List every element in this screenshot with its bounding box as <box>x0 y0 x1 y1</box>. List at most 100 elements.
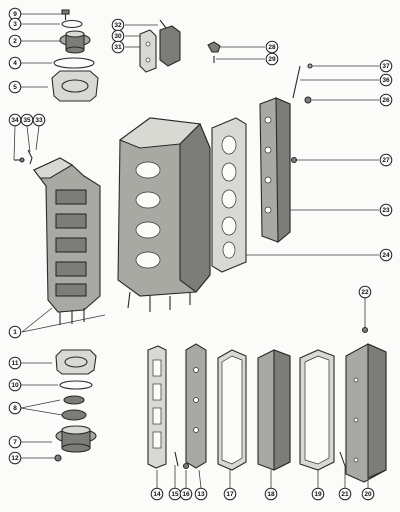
housing-part-2 <box>59 30 91 54</box>
callout-circle <box>223 487 237 501</box>
callout-label: 14 <box>153 491 161 498</box>
callout-label: 21 <box>341 491 349 498</box>
callout-label: 10 <box>11 382 19 389</box>
callout-label: 23 <box>382 207 390 214</box>
cover-part-11 <box>55 349 97 375</box>
callout-34: 34 <box>8 113 22 127</box>
callout-circle <box>379 73 393 87</box>
callout-label: 13 <box>197 491 205 498</box>
callout-29: 29 <box>265 52 279 66</box>
block-part-30 <box>159 25 181 67</box>
callout-circle <box>379 203 393 217</box>
callout-35: 35 <box>20 113 34 127</box>
callout-circle <box>379 59 393 73</box>
cylinder-block-part-1 <box>117 117 211 312</box>
callout-15: 15 <box>168 487 182 501</box>
fasteners-parts-33-34-35 <box>14 149 33 165</box>
callout-circle <box>8 325 22 339</box>
callout-30: 30 <box>111 29 125 43</box>
ring-part-10 <box>59 380 93 390</box>
seal-part-8a <box>63 395 85 405</box>
callout-circle <box>338 487 352 501</box>
callout-33: 33 <box>32 113 46 127</box>
callout-22: 22 <box>358 285 372 299</box>
callout-circle <box>8 401 22 415</box>
callout-label: 32 <box>114 22 122 29</box>
callout-label: 30 <box>114 33 122 40</box>
bolt-part-15 <box>174 451 179 467</box>
gasket-part-31 <box>139 29 157 73</box>
callout-19: 19 <box>311 487 325 501</box>
callout-32: 32 <box>111 18 125 32</box>
callout-label: 17 <box>226 491 234 498</box>
callout-label: 35 <box>23 117 31 124</box>
callout-12: 12 <box>8 451 22 465</box>
callout-5: 5 <box>8 80 22 94</box>
nut-part-12 <box>54 454 62 462</box>
callout-circle <box>8 356 22 370</box>
callout-10: 10 <box>8 378 22 392</box>
callout-24: 24 <box>379 248 393 262</box>
ring-part-4 <box>53 57 95 69</box>
screw-part-32 <box>159 19 167 29</box>
callout-circle <box>379 248 393 262</box>
callout-7: 7 <box>8 435 22 449</box>
plate-part-13 <box>185 343 207 469</box>
callout-1: 1 <box>8 325 22 339</box>
callout-13: 13 <box>194 487 208 501</box>
callout-circle <box>8 17 22 31</box>
callout-circle <box>8 451 22 465</box>
gasket-part-24 <box>211 117 247 273</box>
callout-17: 17 <box>223 487 237 501</box>
callout-circle <box>379 93 393 107</box>
callout-28: 28 <box>265 40 279 54</box>
plug-part-27 <box>290 156 298 164</box>
callout-3: 3 <box>8 17 22 31</box>
callout-label: 4 <box>13 60 17 67</box>
callout-label: 37 <box>382 63 390 70</box>
callout-31: 31 <box>111 40 125 54</box>
callout-label: 1 <box>13 329 17 336</box>
callout-label: 36 <box>382 77 390 84</box>
manifold-part-exhaust <box>33 157 101 325</box>
callout-label: 29 <box>268 56 276 63</box>
washer-part-16 <box>182 462 190 470</box>
cover-part-5 <box>51 70 99 102</box>
callout-label: 27 <box>382 157 390 164</box>
callout-circle <box>265 52 279 66</box>
plate-part-18 <box>257 349 291 471</box>
callout-23: 23 <box>379 203 393 217</box>
callout-circle <box>150 487 164 501</box>
callout-label: 5 <box>13 84 17 91</box>
callout-label: 28 <box>268 44 276 51</box>
callout-circle <box>111 40 125 54</box>
callout-label: 31 <box>114 44 122 51</box>
callout-26: 26 <box>379 93 393 107</box>
callout-label: 8 <box>13 405 17 412</box>
callout-label: 20 <box>364 491 372 498</box>
callout-16: 16 <box>179 487 193 501</box>
gasket-part-19 <box>299 349 335 471</box>
callout-label: 33 <box>35 117 43 124</box>
callout-label: 22 <box>361 289 369 296</box>
callout-36: 36 <box>379 73 393 87</box>
callout-8: 8 <box>8 401 22 415</box>
callout-label: 2 <box>13 38 17 45</box>
callout-circle <box>8 80 22 94</box>
callout-circle <box>8 435 22 449</box>
callout-37: 37 <box>379 59 393 73</box>
rod-assembly-parts-36-37-26 <box>292 63 313 104</box>
callout-label: 26 <box>382 97 390 104</box>
housing-part-7 <box>55 425 97 453</box>
callout-circle <box>8 34 22 48</box>
callout-label: 12 <box>11 455 19 462</box>
callout-11: 11 <box>8 356 22 370</box>
callout-label: 9 <box>13 11 17 18</box>
bolt-part-21 <box>339 451 346 467</box>
callout-circle <box>32 113 46 127</box>
elbow-part-28 <box>207 41 221 53</box>
callout-circle <box>379 153 393 167</box>
callout-label: 19 <box>314 491 322 498</box>
callout-circle <box>179 487 193 501</box>
